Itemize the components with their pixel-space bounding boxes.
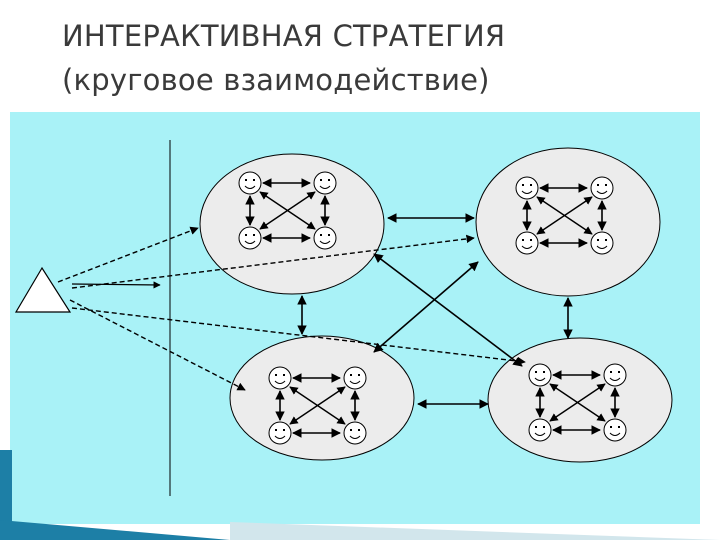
title-line-2: (круговое взаимодействие): [62, 63, 490, 97]
title-line-1: ИНТЕРАКТИВНАЯ СТРАТЕГИЯ: [62, 19, 506, 53]
group-circle-1: [199, 153, 385, 295]
corner-decoration: [0, 450, 720, 540]
group-connection-arrows: [297, 213, 573, 409]
group-circle-3: [229, 335, 415, 461]
group-circle-2: [475, 147, 661, 297]
teacher-solid-arrow: [71, 281, 161, 289]
source-triangle: [14, 266, 72, 313]
slide-title: ИНТЕРАКТИВНАЯ СТРАТЕГИЯ (круговое взаимо…: [62, 14, 505, 102]
